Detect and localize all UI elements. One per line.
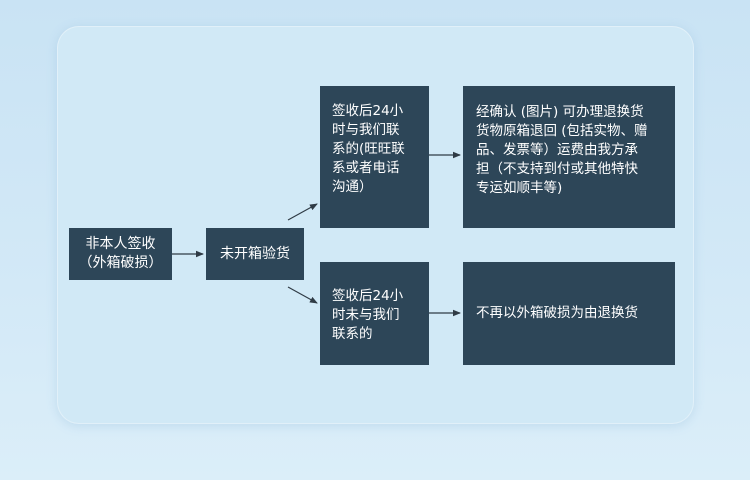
node-not-inspected-label: 未开箱验货 — [220, 245, 290, 262]
node-not-contacted-within-24h: 签收后24小 时未与我们 联系的 — [320, 262, 429, 365]
node-return-allowed: 经确认 (图片) 可办理退换货 货物原箱退回 (包括实物、赠 品、发票等）运费由… — [463, 86, 675, 228]
node-return-denied-label: 不再以外箱破损为由退换货 — [476, 305, 638, 321]
node-return-allowed-label: 经确认 (图片) 可办理退换货 货物原箱退回 (包括实物、赠 品、发票等）运费由… — [476, 104, 648, 196]
node-return-denied: 不再以外箱破损为由退换货 — [463, 262, 675, 365]
node-contacted-within-24h: 签收后24小 时与我们联 系的(旺旺联 系或者电话 沟通） — [320, 86, 429, 228]
node-contacted-within-24h-label: 签收后24小 时与我们联 系的(旺旺联 系或者电话 沟通） — [332, 103, 405, 195]
node-not-inspected: 未开箱验货 — [206, 228, 304, 280]
node-non-recipient-signed: 非本人签收 （外箱破损） — [69, 228, 172, 280]
node-non-recipient-signed-label: 非本人签收 （外箱破损） — [78, 236, 163, 271]
node-not-contacted-within-24h-label: 签收后24小 时未与我们 联系的 — [332, 288, 404, 342]
